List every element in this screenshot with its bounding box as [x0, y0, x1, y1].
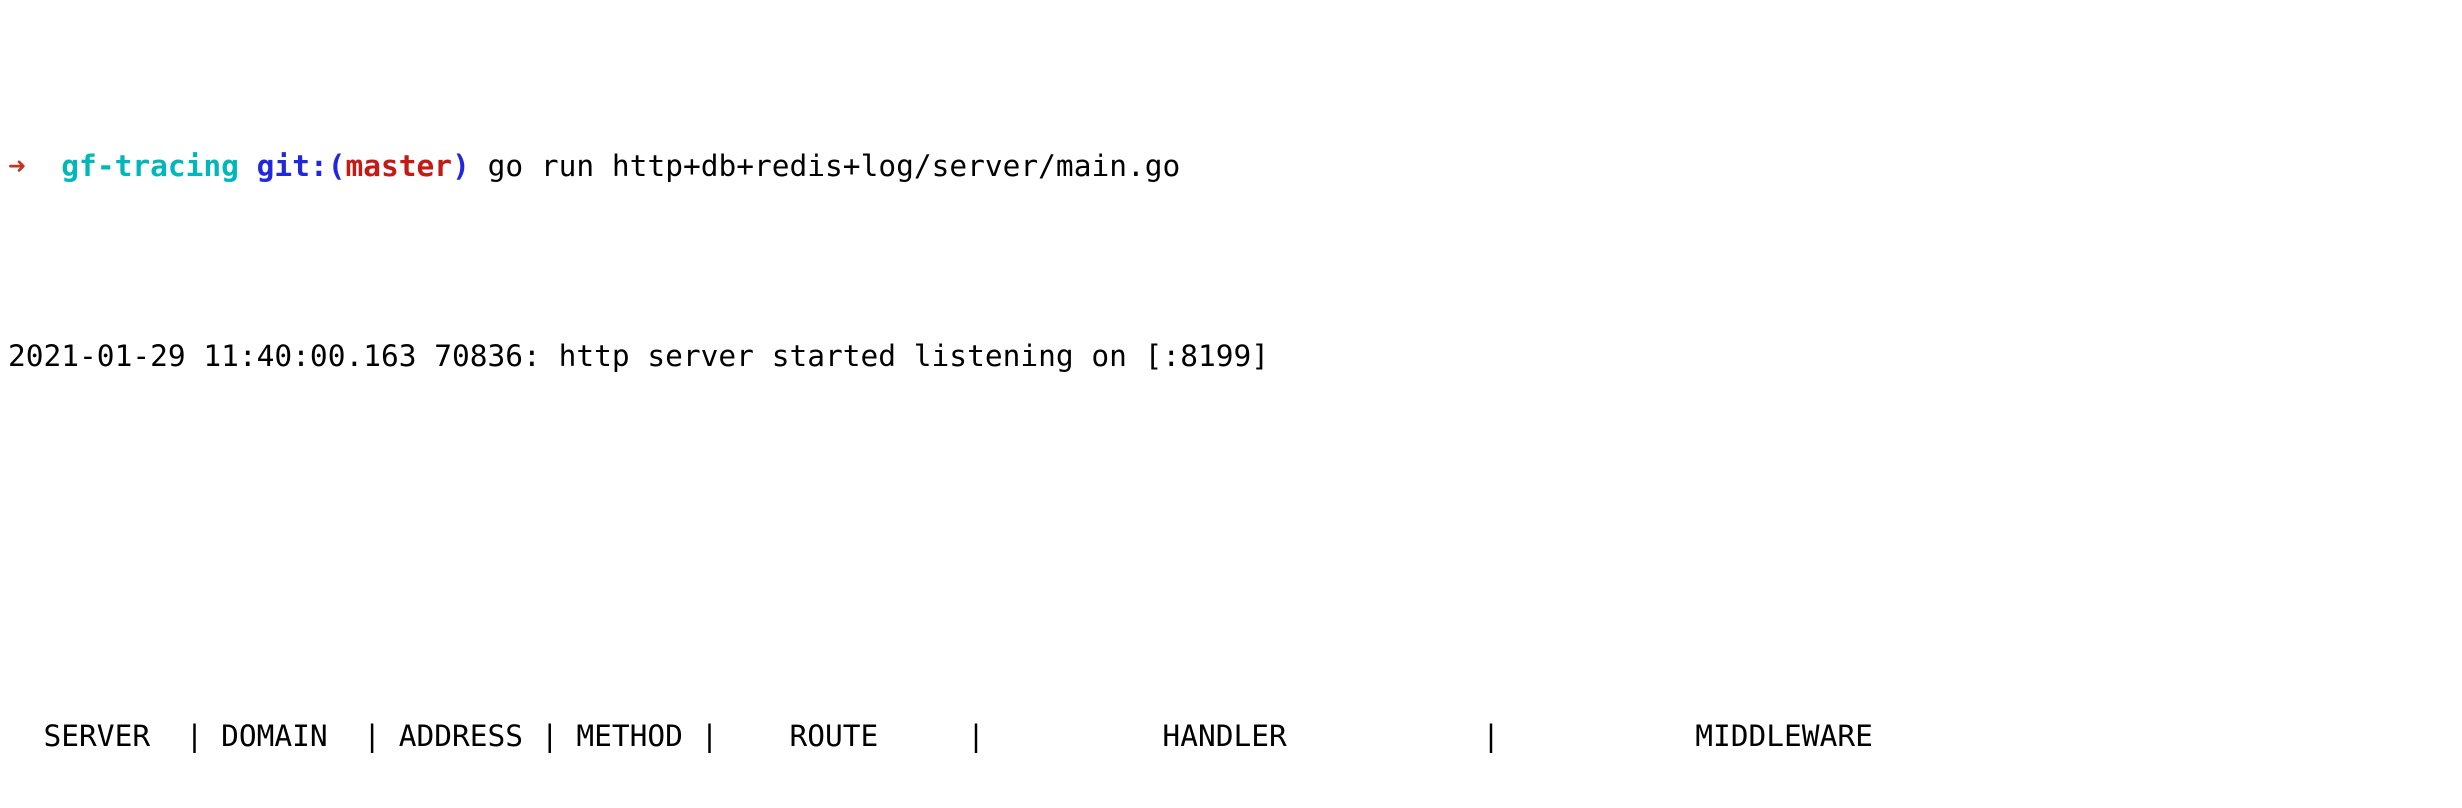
git-prefix: git:( — [256, 148, 346, 183]
prompt-arrow-icon: ➜ — [8, 148, 62, 183]
git-branch: master — [345, 148, 453, 183]
git-suffix: ) — [452, 148, 488, 183]
startup-log-line: 2021-01-29 11:40:00.163 70836: http serv… — [8, 338, 1269, 373]
prompt-directory: gf-tracing — [61, 148, 257, 183]
blank-line — [8, 523, 2462, 571]
prompt-command: go run http+db+redis+log/server/main.go — [487, 148, 1181, 183]
prompt-line: ➜ gf-tracing git:(master) go run http+db… — [8, 143, 2462, 191]
route-table-header: SERVER | DOMAIN | ADDRESS | METHOD | ROU… — [8, 718, 1873, 753]
